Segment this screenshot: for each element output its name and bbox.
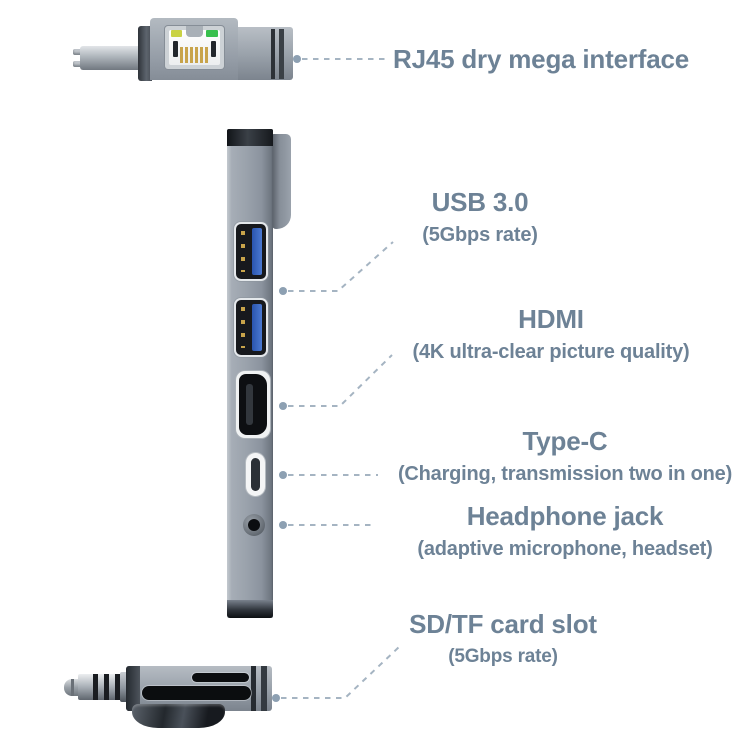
- audio-plug-ring: [93, 674, 98, 700]
- hdmi-port: [236, 371, 270, 438]
- rj45-adapter-edge-line: [271, 29, 275, 79]
- callout-title: RJ45 dry mega interface: [393, 44, 689, 74]
- callout-subtitle: (5Gbps rate): [422, 224, 538, 246]
- callout-title: Type-C: [522, 426, 608, 456]
- callout-dot-usb: [279, 287, 287, 295]
- usb-c-port-opening: [251, 458, 260, 491]
- usb-blue-tongue: [252, 304, 262, 351]
- callout-title: HDMI: [518, 304, 584, 334]
- status-led-green: [206, 30, 218, 37]
- callout-line-hdmi: [288, 354, 393, 407]
- callout-hdmi: HDMI (4K ultra-clear picture quality): [373, 303, 729, 366]
- callout-dot-typec: [279, 471, 287, 479]
- callout-sd-tf: SD/TF card slot (5Gbps rate): [353, 608, 653, 671]
- hub-rear-slab: [272, 134, 291, 229]
- adapter-base-foot: [132, 704, 225, 728]
- callout-subtitle: (5Gbps rate): [448, 646, 558, 667]
- usb-c-port: [246, 453, 265, 496]
- callout-dot-rj45: [293, 55, 301, 63]
- rj45-adapter-edge-line: [279, 29, 284, 79]
- sd-tf-adapter-left-cap: [126, 666, 140, 711]
- rj45-contact-hook: [173, 41, 178, 57]
- usb-c-plug-prong: [73, 49, 85, 55]
- hub-top-cap: [227, 129, 273, 146]
- rj45-contact-hook: [211, 41, 216, 57]
- usb-c-plug-prong: [73, 61, 85, 67]
- sd-tf-adapter-edge-line: [251, 666, 256, 711]
- tf-card-slot: [192, 673, 249, 682]
- usb-blue-tongue: [252, 228, 262, 275]
- rj45-adapter-left-cap: [138, 26, 152, 81]
- headphone-jack-port: [243, 514, 265, 536]
- audio-plug-ring: [104, 674, 109, 700]
- callout-dot-hdmi: [279, 402, 287, 410]
- callout-title: USB 3.0: [431, 187, 529, 217]
- usb-gold-contacts: [241, 307, 245, 348]
- usb-gold-contacts: [241, 231, 245, 272]
- sd-card-slot: [142, 686, 251, 700]
- callout-subtitle: (Charging, transmission two in one): [397, 463, 733, 485]
- callout-headphone: Headphone jack (adaptive microphone, hea…: [370, 500, 750, 563]
- rj45-gold-pins: [180, 47, 210, 63]
- callout-subtitle: (adaptive microphone, headset): [417, 538, 713, 560]
- callout-line-usb: [288, 241, 394, 292]
- callout-title: SD/TF card slot: [409, 609, 597, 639]
- callout-dot-headphone: [279, 521, 287, 529]
- callout-subtitle: (4K ultra-clear picture quality): [412, 341, 690, 363]
- usb-c-plug: [80, 46, 140, 70]
- callout-dot-sdtf: [272, 694, 280, 702]
- callout-rj45: RJ45 dry mega interface: [393, 43, 723, 75]
- hdmi-inner-slot: [246, 384, 253, 425]
- usb-a-port-2: [236, 300, 266, 355]
- callout-line-sdtf: [281, 646, 400, 699]
- callout-title: Headphone jack: [466, 501, 664, 531]
- audio-plug-notch: [71, 679, 74, 696]
- rj45-latch-tab: [186, 26, 203, 37]
- callout-usb: USB 3.0 (5Gbps rate): [330, 186, 630, 249]
- headphone-jack-hole: [248, 519, 260, 531]
- callout-type-c: Type-C (Charging, transmission two in on…: [370, 425, 750, 488]
- sd-tf-adapter-edge-line: [261, 666, 267, 711]
- status-led-yellow: [171, 30, 182, 37]
- usb-a-port-1: [236, 224, 266, 279]
- hdmi-port-opening: [239, 374, 267, 435]
- audio-plug-ring: [115, 674, 120, 700]
- hub-bottom-cap: [227, 600, 273, 618]
